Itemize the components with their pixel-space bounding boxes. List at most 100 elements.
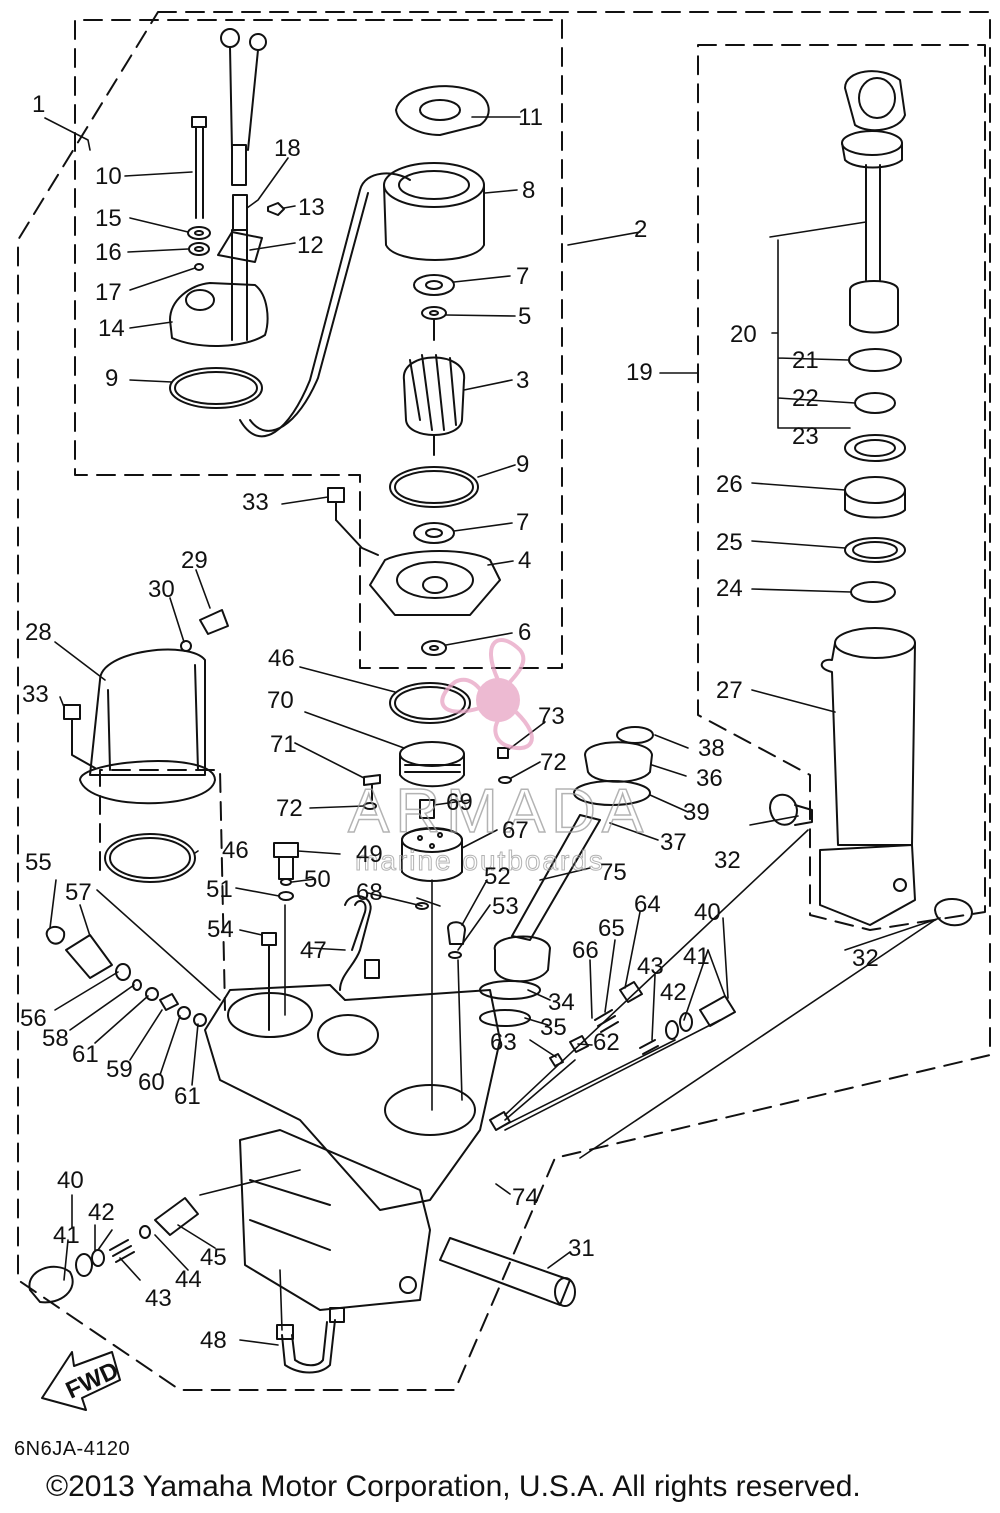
part-label-48: 48 bbox=[200, 1327, 227, 1354]
propeller-logo-icon bbox=[440, 638, 534, 751]
bolt-10 bbox=[191, 116, 207, 219]
part-label-58: 58 bbox=[42, 1025, 69, 1052]
part-label-24: 24 bbox=[716, 575, 743, 602]
part-label-66: 66 bbox=[572, 937, 599, 964]
part-label-19: 19 bbox=[626, 359, 653, 386]
part-label-54: 54 bbox=[207, 916, 234, 943]
part-label-32b: 32 bbox=[852, 945, 879, 972]
drawing-code: 6N6JA-4120 bbox=[14, 1438, 131, 1460]
part-label-15: 15 bbox=[95, 205, 122, 232]
watermark-tagline: marine outboards bbox=[355, 845, 605, 876]
part-label-12: 12 bbox=[297, 232, 324, 259]
part-label-6: 6 bbox=[518, 619, 531, 646]
part-label-22: 22 bbox=[792, 385, 819, 412]
part-label-64: 64 bbox=[634, 891, 661, 918]
part-label-13: 13 bbox=[298, 194, 325, 221]
part-label-60: 60 bbox=[138, 1069, 165, 1096]
part-label-37: 37 bbox=[660, 829, 687, 856]
part-label-41b: 41 bbox=[53, 1222, 80, 1249]
part-label-9: 9 bbox=[105, 365, 118, 392]
part-label-5: 5 bbox=[518, 303, 531, 330]
part-label-29: 29 bbox=[181, 547, 208, 574]
assembly-boundary-1 bbox=[17, 11, 991, 1391]
fwd-label: FWD bbox=[62, 1357, 123, 1405]
assembly-boundary-19 bbox=[697, 44, 986, 931]
part-label-2: 2 bbox=[634, 216, 647, 243]
part-label-34: 34 bbox=[548, 989, 575, 1016]
part-label-16: 16 bbox=[95, 239, 122, 266]
part-label-71: 71 bbox=[270, 731, 297, 758]
part-label-65: 65 bbox=[598, 915, 625, 942]
part-label-25: 25 bbox=[716, 529, 743, 556]
part-label-61b: 61 bbox=[174, 1083, 201, 1110]
part-label-72: 72 bbox=[276, 795, 303, 822]
part-label-50: 50 bbox=[304, 866, 331, 893]
part-label-4: 4 bbox=[518, 547, 531, 574]
part-label-3: 3 bbox=[516, 367, 529, 394]
fwd-arrow-icon bbox=[41, 1351, 121, 1411]
part-label-27: 27 bbox=[716, 677, 743, 704]
part-label-72b: 72 bbox=[540, 749, 567, 776]
part-label-63: 63 bbox=[490, 1029, 517, 1056]
part-label-18: 18 bbox=[274, 135, 301, 162]
part-label-7: 7 bbox=[516, 263, 529, 290]
part-label-70: 70 bbox=[267, 687, 294, 714]
part-label-8: 8 bbox=[522, 177, 535, 204]
part-label-35: 35 bbox=[540, 1014, 567, 1041]
part-label-46: 46 bbox=[268, 645, 295, 672]
part-label-45: 45 bbox=[200, 1244, 227, 1271]
part-label-43b: 43 bbox=[145, 1285, 172, 1312]
part-label-51: 51 bbox=[206, 876, 233, 903]
part-label-68: 68 bbox=[356, 879, 383, 906]
part-label-43: 43 bbox=[637, 953, 664, 980]
part-label-1: 1 bbox=[32, 91, 45, 118]
part-label-62: 62 bbox=[593, 1029, 620, 1056]
part-label-52: 52 bbox=[484, 863, 511, 890]
part-label-36: 36 bbox=[696, 765, 723, 792]
part-label-33: 33 bbox=[242, 489, 269, 516]
part-label-14: 14 bbox=[98, 315, 125, 342]
part-label-56: 56 bbox=[20, 1005, 47, 1032]
copyright-notice: ©2013 Yamaha Motor Corporation, U.S.A. A… bbox=[46, 1470, 861, 1503]
part-label-11: 11 bbox=[518, 104, 543, 131]
part-label-44: 44 bbox=[175, 1266, 202, 1293]
part-label-74: 74 bbox=[512, 1184, 539, 1211]
motor-leads bbox=[220, 28, 267, 186]
part-label-28: 28 bbox=[25, 619, 52, 646]
part-label-75: 75 bbox=[600, 859, 627, 886]
assembly-boundary-2 bbox=[74, 19, 563, 669]
part-label-9b: 9 bbox=[516, 451, 529, 478]
part-label-39: 39 bbox=[683, 799, 710, 826]
part-label-21: 21 bbox=[792, 347, 819, 374]
watermark: ARMADA marine outboards bbox=[347, 638, 649, 877]
part-label-38: 38 bbox=[698, 735, 725, 762]
part-label-41: 41 bbox=[683, 943, 710, 970]
part-label-26: 26 bbox=[716, 471, 743, 498]
part-labels: 1 2 3 4 5 6 7 7 8 9 9 10 11 12 13 14 15 … bbox=[20, 91, 879, 1354]
part-label-32: 32 bbox=[714, 847, 741, 874]
part-label-73: 73 bbox=[538, 703, 565, 730]
part-label-7b: 7 bbox=[516, 509, 529, 536]
part-label-42b: 42 bbox=[88, 1199, 115, 1226]
part-label-67: 67 bbox=[502, 817, 529, 844]
watermark-brand: ARMADA bbox=[348, 777, 649, 846]
part-label-42: 42 bbox=[660, 979, 687, 1006]
part-label-53: 53 bbox=[492, 893, 519, 920]
part-label-17: 17 bbox=[95, 279, 122, 306]
part-label-23: 23 bbox=[792, 423, 819, 450]
part-label-20: 20 bbox=[730, 321, 757, 348]
part-label-40b: 40 bbox=[57, 1167, 84, 1194]
part-label-31: 31 bbox=[568, 1235, 595, 1262]
part-label-33b: 33 bbox=[22, 681, 49, 708]
assembly-boundary-pump bbox=[99, 769, 226, 1011]
part-label-49: 49 bbox=[356, 841, 383, 868]
part-label-61: 61 bbox=[72, 1041, 99, 1068]
part-label-69: 69 bbox=[446, 789, 473, 816]
part-label-57: 57 bbox=[65, 879, 92, 906]
part-label-10: 10 bbox=[95, 163, 122, 190]
part-label-59: 59 bbox=[106, 1056, 133, 1083]
part-label-46b: 46 bbox=[222, 837, 249, 864]
part-label-55: 55 bbox=[25, 849, 52, 876]
